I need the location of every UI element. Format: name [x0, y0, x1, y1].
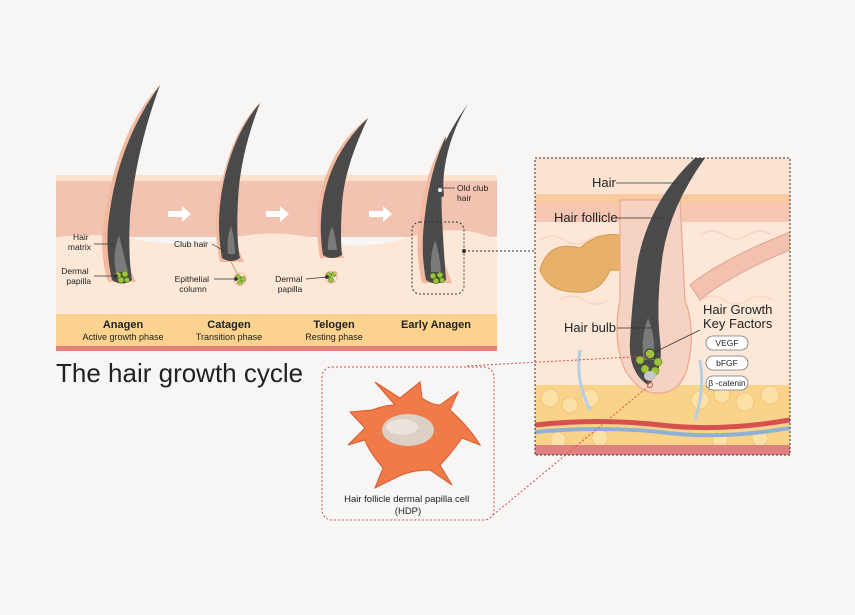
arrector-muscle — [689, 231, 790, 301]
cell-caption: Hair follicle dermal papilla cell (HDP) — [344, 494, 472, 517]
hair-label: Hair — [592, 175, 617, 190]
phase-name: Anagen — [103, 319, 144, 331]
connector-dot — [462, 249, 466, 253]
hair-matrix-label: Hair matrix — [68, 232, 92, 252]
telogen-hair — [317, 118, 368, 284]
arrow-icon — [168, 206, 191, 222]
phase-name: Telogen — [313, 319, 355, 331]
epithelial-column-label: Epithelial column — [175, 274, 212, 294]
hair-follicle-label: Hair follicle — [554, 210, 618, 225]
phase-subtitle: Transition phase — [196, 332, 262, 342]
factor-label: VEGF — [715, 338, 738, 348]
follicle-detail — [535, 158, 790, 455]
factor-pill — [705, 335, 749, 351]
anagen-hair — [102, 85, 160, 284]
cycle-arrows — [168, 206, 392, 222]
detail-leaders — [616, 182, 701, 353]
cycle-leaders — [94, 187, 455, 281]
phase-name: Catagen — [207, 319, 251, 331]
club-hair-label: Club hair — [174, 239, 208, 249]
dermis-layer — [56, 230, 497, 314]
factor-pill — [705, 355, 749, 371]
key-factors-title: Hair Growth Key Factors — [703, 302, 776, 331]
phase-subtitle: Active growth phase — [82, 332, 163, 342]
factor-label: bFGF — [716, 358, 738, 368]
factor-label: β -catenin — [708, 378, 746, 388]
phase-name: Early Anagen — [401, 319, 471, 331]
old-club-hair-label: Old club hair — [457, 183, 491, 203]
highlight-box — [411, 221, 465, 295]
dermal-papilla-telogen-label: Dermal papilla — [275, 274, 305, 294]
hair-bulb-label: Hair bulb — [564, 320, 616, 335]
factor-pill — [705, 375, 749, 391]
arrow-icon — [369, 206, 392, 222]
page-title: The hair growth cycle — [56, 358, 304, 388]
phase-bar-bottom — [56, 346, 497, 351]
dermal-papilla-label: Dermal papilla — [61, 266, 91, 286]
early-anagen-hair — [417, 104, 468, 285]
cell-connector — [466, 355, 651, 367]
phase-bar — [56, 314, 497, 346]
strip-top-layer — [56, 175, 497, 181]
phase-labels: Anagen Active growth phase Catagen Trans… — [82, 319, 471, 342]
cell-connector — [492, 384, 651, 516]
arrow-icon — [266, 206, 289, 222]
phase-subtitle: Resting phase — [305, 332, 363, 342]
